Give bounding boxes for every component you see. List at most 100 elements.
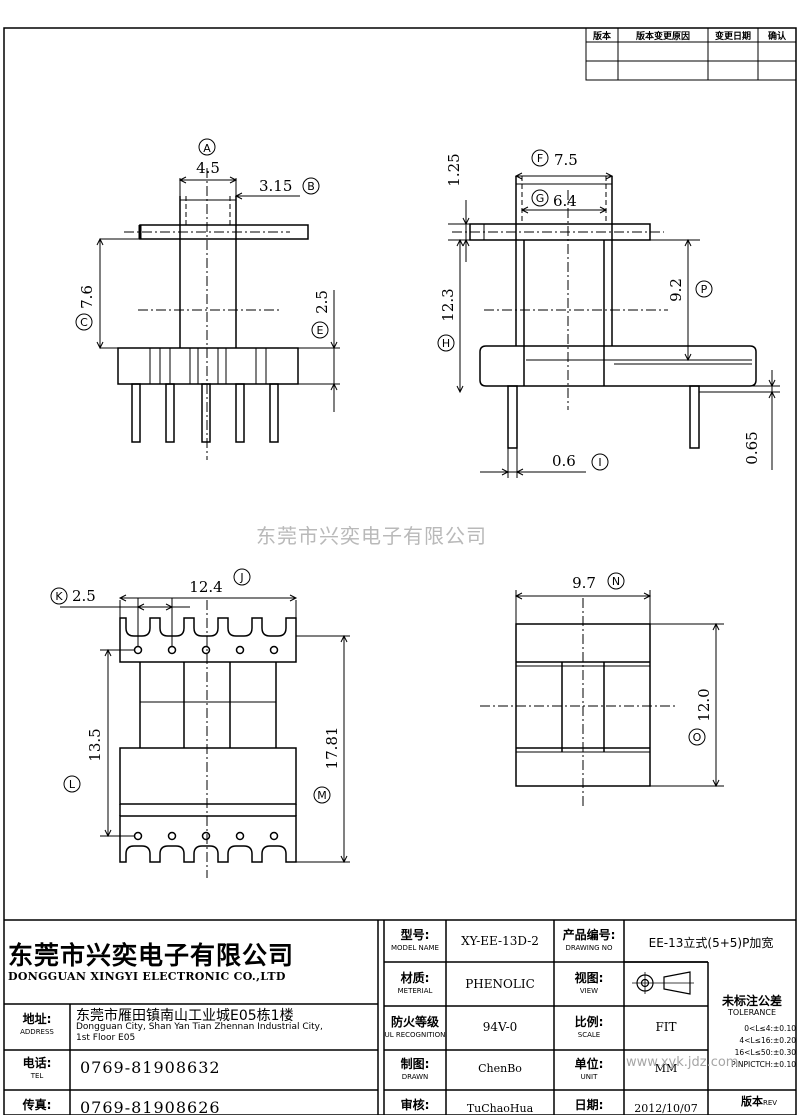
tolerance-title-en: TOLERANCE	[727, 1008, 777, 1017]
ul-label: 防火等级	[390, 1015, 439, 1029]
ul-label-en: UL RECOGNITION	[384, 1031, 446, 1039]
address-label-en: ADDRESS	[20, 1028, 54, 1036]
dim-c-value: 7.6	[78, 285, 96, 309]
unit-label: 单位:	[574, 1057, 604, 1071]
top-view-dimensions	[514, 590, 724, 788]
company-name: 东莞市兴奕电子有限公司	[8, 941, 295, 970]
ul-value: 94V-0	[482, 1020, 518, 1034]
address-cn: 东莞市雁田镇南山工业城E05栋1楼	[76, 1008, 294, 1024]
tolerance-line-2: 4<L≤16:±0.20	[739, 1036, 796, 1045]
scale-label: 比例:	[574, 1015, 604, 1029]
tel-value: 0769-81908632	[80, 1058, 221, 1077]
address-en-line2: 1st Floor E05	[76, 1033, 136, 1043]
view-label: 视图:	[574, 971, 604, 985]
dim-k-value: 2.5	[72, 587, 96, 605]
dim-p-value: 9.2	[667, 278, 685, 302]
top-view	[480, 598, 676, 806]
rev-label-cn: 版本	[740, 1095, 763, 1108]
bottom-view-labels: K 2.5 12.4 J 13.5 L 17.81 M	[50, 568, 341, 804]
tel-label: 电话:	[22, 1056, 52, 1070]
marker-f: F	[537, 152, 543, 165]
drawn-value: ChenBo	[478, 1062, 522, 1075]
tel-label-en: TEL	[30, 1072, 44, 1080]
date-label: 日期:	[574, 1098, 604, 1112]
tolerance-line-1: 0<L≤4:±0.10	[744, 1024, 796, 1033]
fax-value: 0769-81908626	[80, 1098, 221, 1117]
company-name-en: DONGGUAN XINGYI ELECTRONIC CO.,LTD	[8, 970, 286, 983]
address-label: 地址:	[22, 1012, 52, 1026]
model-label-en: MODEL NAME	[391, 944, 439, 952]
marker-l: L	[69, 778, 76, 791]
dim-top-value: 1.25	[445, 153, 463, 186]
side-view-dimensions	[448, 172, 780, 478]
dim-e-value: 2.5	[313, 290, 331, 314]
drawing-no-label-en: DRAWING NO	[565, 944, 613, 952]
drawing-no-value: EE-13立式(5+5)P加宽	[648, 936, 774, 950]
rev-header-reason: 版本变更原因	[635, 30, 690, 42]
dim-i-value: 0.6	[552, 452, 576, 470]
watermark-url: www.xyk.jdz.com	[626, 1055, 739, 1070]
view-label-en: VIEW	[579, 987, 599, 995]
title-block-grid	[4, 919, 796, 1115]
dim-h-value: 12.3	[439, 288, 457, 321]
marker-j: J	[239, 571, 243, 584]
material-label: 材质:	[400, 971, 430, 985]
marker-o: O	[693, 731, 702, 744]
material-value: PHENOLIC	[465, 977, 535, 991]
marker-a: A	[203, 142, 211, 155]
tolerance-title: 未标注公差	[721, 994, 782, 1008]
marker-p: P	[701, 283, 708, 296]
rev-label: 版本REV	[722, 1093, 796, 1109]
marker-c: C	[80, 316, 88, 329]
dim-a-value: 4.5	[196, 159, 220, 177]
dim-l-value: 13.5	[86, 728, 104, 761]
revision-table	[585, 27, 797, 81]
side-view-labels: F 7.5 G 6.4 1.25 12.3 H 9.2 P 0.6 I 0.65	[437, 149, 761, 471]
marker-h: H	[442, 337, 450, 350]
unit-label-en: UNIT	[580, 1073, 598, 1081]
fax-label: 传真:	[22, 1098, 52, 1112]
drawn-label: 制图:	[400, 1057, 430, 1071]
rev-header-confirm: 确认	[768, 30, 787, 42]
top-view-labels: 9.7 N 12.0 O	[572, 572, 713, 746]
marker-g: G	[536, 192, 545, 205]
drawing-frame	[3, 27, 797, 1115]
marker-i: I	[598, 456, 601, 469]
dim-o-value: 12.0	[695, 688, 713, 721]
dim-g-value: 6.4	[553, 192, 577, 210]
bottom-view	[119, 600, 297, 878]
check-value: TuChaoHua	[466, 1102, 534, 1115]
dim-n-value: 9.7	[572, 574, 596, 592]
side-view	[452, 176, 757, 449]
marker-k: K	[55, 590, 63, 603]
projection-symbol-icon	[632, 971, 694, 995]
dim-m-value: 17.81	[323, 727, 341, 770]
address-en-line1: Dongguan City, Shan Yan Tian Zhennan Ind…	[76, 1022, 323, 1032]
front-view-dimensions	[96, 176, 340, 412]
material-label-en: METERIAL	[397, 987, 433, 995]
marker-e: E	[317, 324, 324, 337]
marker-n: N	[612, 575, 620, 588]
scale-value: FIT	[655, 1020, 677, 1034]
marker-b: B	[307, 180, 315, 193]
dim-b-value: 3.15	[259, 177, 292, 195]
front-view	[117, 168, 309, 460]
watermark: 东莞市兴奕电子有限公司	[256, 524, 487, 548]
date-value: 2012/10/07	[634, 1102, 698, 1115]
bottom-view-dimensions	[60, 594, 350, 864]
dim-side-pin-value: 0.65	[743, 431, 761, 464]
dim-j-value: 12.4	[189, 578, 222, 596]
rev-label-en: REV	[762, 1099, 778, 1107]
unit-value: MM	[654, 1062, 678, 1075]
drawn-label-en: DRAWN	[401, 1073, 429, 1081]
model-value: XY-EE-13D-2	[461, 934, 539, 948]
dim-f-value: 7.5	[554, 151, 578, 169]
tolerance-line-4: PINPICTCH:±0.10	[731, 1060, 796, 1069]
drawing-no-label: 产品编号:	[562, 928, 616, 942]
rev-header-version: 版本	[592, 30, 612, 42]
model-label: 型号:	[400, 928, 430, 942]
check-label: 审核:	[400, 1098, 430, 1112]
scale-label-en: SCALE	[577, 1031, 601, 1039]
marker-m: M	[317, 789, 327, 802]
